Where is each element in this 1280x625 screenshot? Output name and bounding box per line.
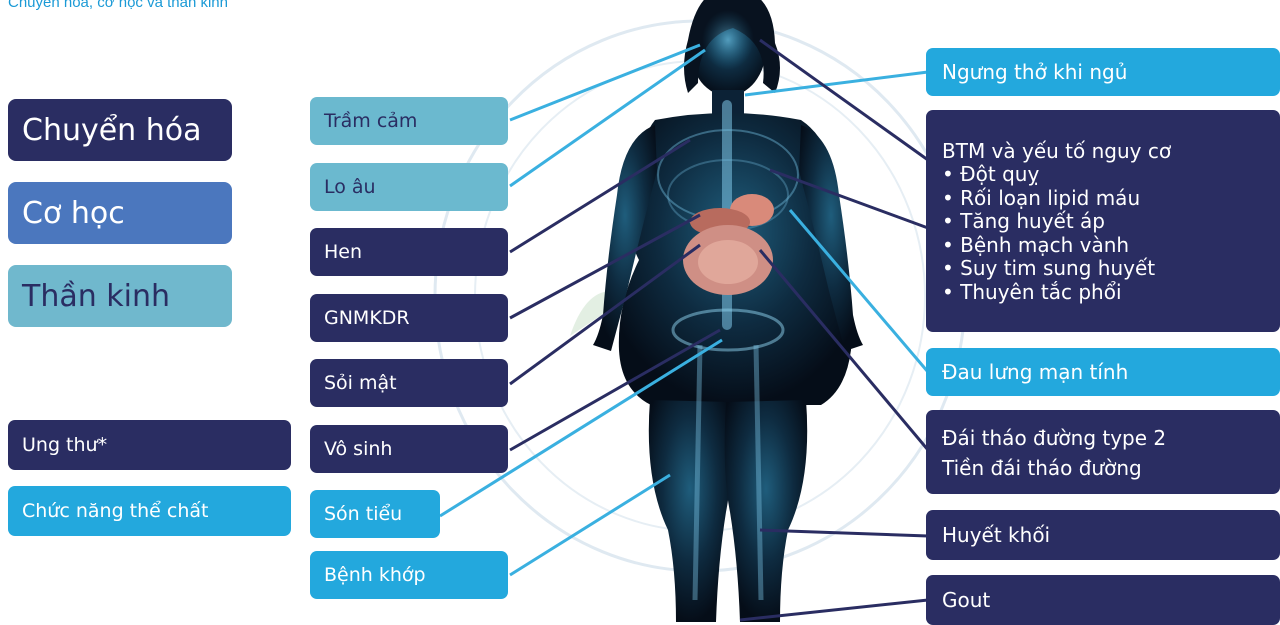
cvd-item: • Đột quỵ [942, 163, 1039, 187]
diabetes-line: Đái tháo đường type 2 [942, 423, 1166, 453]
legend-cancer: Ung thư* [8, 420, 291, 470]
cvd-item: • Rối loạn lipid máu [942, 187, 1140, 211]
legend-mechanical: Cơ học [8, 182, 232, 244]
legend-metabolic: Chuyển hóa [8, 99, 232, 161]
label-asthma: Hen [310, 228, 508, 276]
diabetes-line: Tiền đái tháo đường [942, 453, 1142, 483]
label-arthritis: Bệnh khớp [310, 551, 508, 599]
cvd-item: • Suy tim sung huyết [942, 257, 1155, 281]
line-arthritis [510, 475, 670, 575]
line-depression [510, 45, 700, 120]
label-gout: Gout [926, 575, 1280, 625]
legend-physical-function: Chức năng thể chất [8, 486, 291, 536]
label-sleep-apnea: Ngưng thở khi ngủ [926, 48, 1280, 96]
label-depression: Trầm cảm [310, 97, 508, 145]
body-silhouette [593, 0, 863, 622]
label-infertility: Vô sinh [310, 425, 508, 473]
label-cvd-risk-factors: BTM và yếu tố nguy cơ • Đột quỵ • Rối lo… [926, 110, 1280, 332]
label-incontinence: Són tiểu [310, 490, 440, 538]
label-thrombosis: Huyết khối [926, 510, 1280, 560]
label-back-pain: Đau lưng mạn tính [926, 348, 1280, 396]
cvd-item: • Bệnh mạch vành [942, 234, 1129, 258]
cvd-title: BTM và yếu tố nguy cơ [942, 140, 1171, 164]
cvd-item: • Thuyên tắc phổi [942, 281, 1122, 305]
legend-neural: Thần kinh [8, 265, 232, 327]
cvd-item: • Tăng huyết áp [942, 210, 1105, 234]
label-anxiety: Lo âu [310, 163, 508, 211]
label-gallstones: Sỏi mật [310, 359, 508, 407]
label-diabetes: Đái tháo đường type 2 Tiền đái tháo đườn… [926, 410, 1280, 494]
label-nafld: GNMKDR [310, 294, 508, 342]
